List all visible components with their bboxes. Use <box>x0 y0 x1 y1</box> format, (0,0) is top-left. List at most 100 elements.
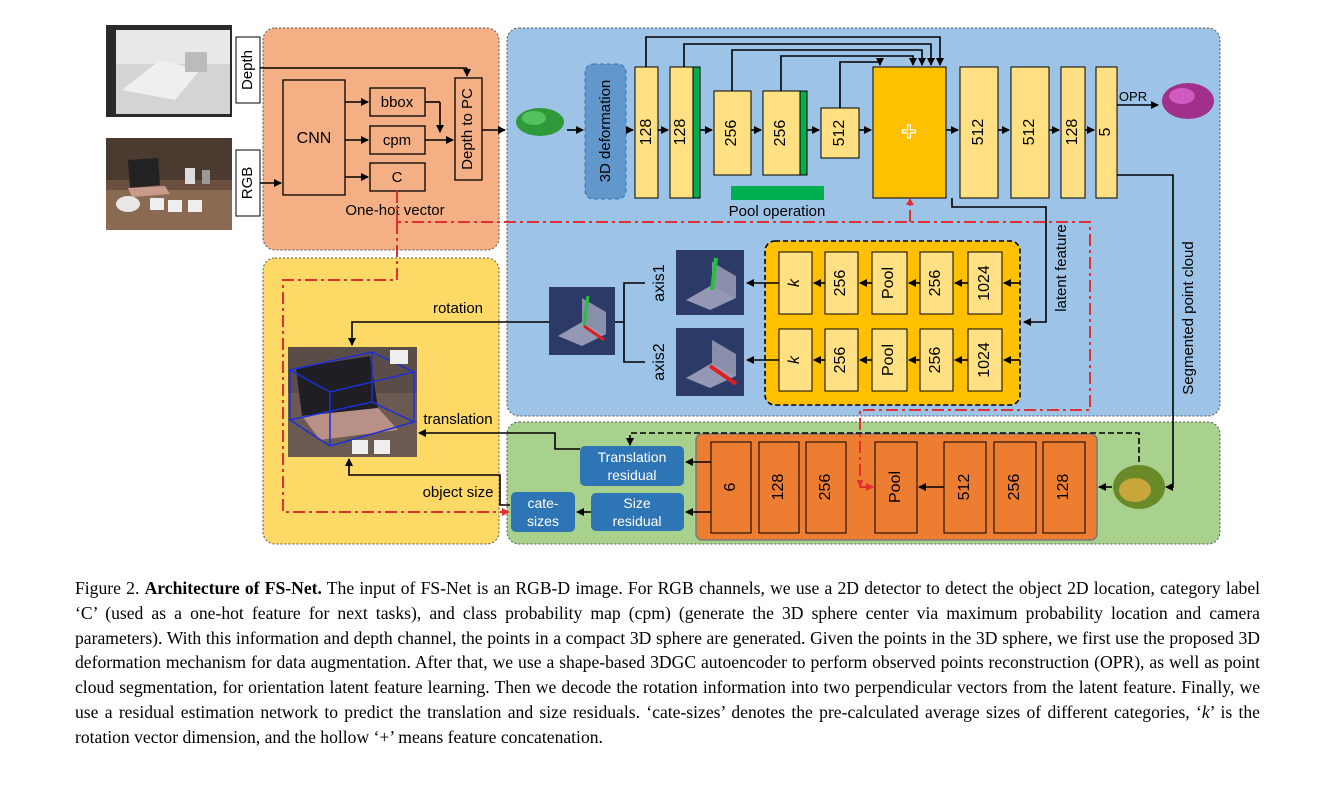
svg-text:128: 128 <box>638 119 655 146</box>
svg-text:cate-: cate- <box>527 495 558 511</box>
cnn-label: CNN <box>297 130 332 147</box>
latent-feature-label: latent feature <box>1053 224 1070 312</box>
cate-sizes-box: cate- sizes <box>511 492 575 532</box>
decoder-block-2: 512 <box>1010 66 1050 199</box>
rgb-label: RGB <box>239 167 256 200</box>
translation-label: translation <box>423 411 492 428</box>
axis2-visual <box>676 328 744 396</box>
svg-text:256: 256 <box>832 270 849 297</box>
encoder-block-2: 128 <box>669 66 701 199</box>
depth-label: Depth <box>239 50 256 90</box>
depth-to-pc-box <box>454 77 483 181</box>
svg-text:128: 128 <box>1064 119 1081 146</box>
svg-text:512: 512 <box>956 474 973 501</box>
svg-text:residual: residual <box>607 467 656 483</box>
pool-operation-label: Pool operation <box>729 203 826 220</box>
opr-point-cloud-icon <box>1162 83 1214 119</box>
axis-merge-lines <box>614 282 645 363</box>
residual-arrows <box>576 432 1140 516</box>
residual-blocks: 6 128 256 Pool 512 256 128 <box>710 441 1086 534</box>
encoder-block-4: 256 <box>762 90 808 176</box>
caption-body-2: ’ is the rotation vector dimension, and … <box>75 701 1260 747</box>
red-arrowhead-cate <box>502 508 510 516</box>
svg-text:512: 512 <box>1021 119 1038 146</box>
svg-text:sizes: sizes <box>527 513 559 529</box>
cnn-box <box>282 79 346 196</box>
axis1-label: axis1 <box>651 264 668 301</box>
axis2-label: axis2 <box>651 343 668 380</box>
caption-k: k <box>1201 701 1210 722</box>
res-block-128a <box>758 441 800 534</box>
res-block-128b <box>1042 441 1086 534</box>
svg-text:6: 6 <box>722 482 739 491</box>
svg-text:256: 256 <box>927 270 944 297</box>
svg-text:Size: Size <box>623 495 650 511</box>
red-arrowhead-concat <box>906 198 914 205</box>
onehot-label: One-hot vector <box>345 202 444 219</box>
rotation-arrows <box>746 279 1020 364</box>
decoder-block-3: 128 <box>1060 66 1086 199</box>
decoder-block-1: 512 <box>959 66 999 199</box>
res-block-256a <box>805 441 847 534</box>
svg-text:256: 256 <box>927 347 944 374</box>
encoder-block-1: 128 <box>634 66 659 199</box>
concat-symbol: + <box>901 116 916 146</box>
pool-operation-bar <box>731 186 824 200</box>
svg-text:256: 256 <box>723 120 740 147</box>
camera-arrows <box>260 67 506 187</box>
svg-text:1024: 1024 <box>976 265 993 301</box>
depth-image <box>106 25 232 117</box>
object-size-label: object size <box>423 484 494 501</box>
svg-text:256: 256 <box>772 120 789 147</box>
decoder-block-4: 5 <box>1095 66 1118 199</box>
concat-block: + <box>872 66 947 199</box>
res-block-512 <box>943 441 987 534</box>
rotation-row-2: k 256 Pool 256 1024 <box>778 328 1003 392</box>
svg-text:128: 128 <box>1055 474 1072 501</box>
caption-fig: Figure 2. <box>75 578 140 598</box>
translation-residual-box: Translation residual <box>580 446 684 486</box>
opr-label: OPR <box>1119 89 1147 104</box>
red-arrowhead-pool <box>857 480 863 489</box>
fsnet-architecture-diagram: Depth RGB CNN bbox cpm C Depth to PC One… <box>106 25 1221 545</box>
res-block-256b <box>993 441 1037 534</box>
axis1-visual <box>676 250 744 315</box>
svg-text:1024: 1024 <box>976 342 993 378</box>
deformation-box <box>584 63 627 200</box>
svg-text:512: 512 <box>970 119 987 146</box>
svg-text:Pool: Pool <box>887 471 904 503</box>
caption-title: Architecture of FS-Net. <box>144 578 322 598</box>
svg-text:5: 5 <box>1097 127 1114 136</box>
svg-text:256: 256 <box>1006 474 1023 501</box>
rgb-image <box>106 138 232 230</box>
svg-text:128: 128 <box>672 119 689 146</box>
svg-text:residual: residual <box>612 513 661 529</box>
svg-text:Translation: Translation <box>598 449 667 465</box>
res-block-6 <box>710 441 752 534</box>
rotation-row-1: k 256 Pool 256 1024 <box>778 251 1003 315</box>
output-laptop-image <box>287 347 417 457</box>
svg-text:256: 256 <box>817 474 834 501</box>
svg-text:128: 128 <box>770 474 787 501</box>
rotation-combined-visual <box>549 287 615 355</box>
rgb-label-box <box>235 149 261 217</box>
svg-text:512: 512 <box>831 120 848 147</box>
depth-label-box <box>235 36 261 104</box>
svg-text:Pool: Pool <box>880 267 897 299</box>
segmented-label: Segmented point cloud <box>1180 241 1197 394</box>
caption-body-1: The input of FS-Net is an RGB-D image. F… <box>75 578 1261 722</box>
onehot-dashdot-lines <box>282 191 1091 513</box>
svg-text:256: 256 <box>832 347 849 374</box>
point-cloud-icon <box>516 108 564 136</box>
bbox-label: bbox <box>381 94 414 111</box>
res-block-pool <box>874 441 918 534</box>
size-residual-box: Size residual <box>591 493 684 531</box>
output-arrows <box>345 321 580 506</box>
rotation-label: rotation <box>433 300 483 317</box>
encoder-arrows <box>567 36 1174 491</box>
encoder-block-3: 256 <box>713 90 752 176</box>
rot-r1-k: k <box>786 278 803 287</box>
segmented-cloud-icon <box>1113 465 1165 509</box>
depth-to-pc-label: Depth to PC <box>459 88 476 170</box>
figure-caption: Figure 2. Architecture of FS-Net. The in… <box>75 576 1260 750</box>
